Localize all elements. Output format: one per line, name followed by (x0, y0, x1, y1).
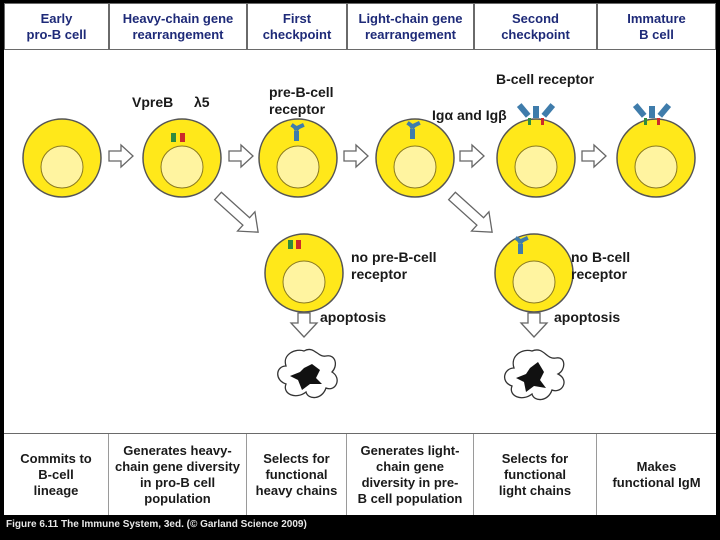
cell-no-pre-b-receptor (264, 233, 344, 313)
arrow-right-2 (228, 144, 254, 168)
arrow-right-3 (343, 144, 369, 168)
stage-description-row: Commits to B-cell lineage Generates heav… (4, 433, 716, 515)
pro-b-cell (142, 118, 222, 198)
immature-b-cell (616, 118, 696, 198)
arrow-down-1 (290, 312, 318, 338)
b-cell (496, 118, 576, 198)
cell-no-b-receptor (494, 233, 574, 313)
no-b-cell-receptor-label-line1: no B-cell (571, 249, 630, 265)
arrow-diagonal-1 (208, 185, 268, 243)
lambda5-label: λ5 (194, 94, 210, 110)
footer-light-chain-diversity: Generates light- chain gene diversity in… (347, 434, 474, 515)
vpreb-marker-2 (288, 240, 293, 249)
header-second-checkpoint: Second checkpoint (474, 3, 597, 50)
arrow-right-1 (108, 144, 134, 168)
header-first-checkpoint: First checkpoint (247, 3, 347, 50)
header-heavy-chain-rearrangement: Heavy-chain gene rearrangement (109, 3, 247, 50)
lambda5-marker (180, 133, 185, 142)
pre-b-cell-receptor-label-line2: receptor (269, 101, 326, 117)
no-pre-b-cell-receptor-label-line1: no pre-B-cell (351, 249, 437, 265)
apoptotic-cell-1 (277, 348, 338, 399)
vpreb-marker (171, 133, 176, 142)
header-early-pro-b-cell: Early pro-B cell (4, 3, 109, 50)
early-pro-b-cell (22, 118, 102, 198)
apoptosis-label-1: apoptosis (320, 309, 386, 325)
apoptosis-label-2: apoptosis (554, 309, 620, 325)
footer-commits-lineage: Commits to B-cell lineage (4, 434, 109, 515)
figure-caption: Figure 6.11 The Immune System, 3ed. (© G… (6, 519, 307, 530)
b-cell-development-diagram: VpreB λ5 pre-B-cell receptor B-cell rece… (22, 71, 696, 401)
footer-heavy-chain-diversity: Generates heavy- chain gene diversity in… (109, 434, 247, 515)
arrow-right-5 (581, 144, 607, 168)
arrow-down-2 (520, 312, 548, 338)
no-b-cell-receptor-label-line2: receptor (571, 266, 628, 282)
ig-alpha-beta-label: Igα and Igβ (432, 107, 507, 123)
arrow-right-4 (459, 144, 485, 168)
header-immature-b-cell: Immature B cell (597, 3, 716, 50)
footer-selects-heavy-chains: Selects for functional heavy chains (247, 434, 347, 515)
vpreb-label: VpreB (132, 94, 173, 110)
pre-b-cell-receptor-label-line1: pre-B-cell (269, 84, 334, 100)
figure-panel: Early pro-B cell Heavy-chain gene rearra… (4, 3, 716, 515)
footer-makes-igm: Makes functional IgM (612, 458, 701, 490)
arrow-diagonal-2 (442, 185, 502, 243)
apoptotic-cell-2 (504, 349, 565, 401)
no-pre-b-cell-receptor-label-line2: receptor (351, 266, 408, 282)
stage-header-row: Early pro-B cell Heavy-chain gene rearra… (4, 3, 716, 50)
header-light-chain-rearrangement: Light-chain gene rearrangement (347, 3, 474, 50)
footer-selects-light-chains: Selects for functional light chains (474, 434, 597, 515)
lambda5-marker-2 (296, 240, 301, 249)
b-cell-receptor-label: B-cell receptor (496, 71, 595, 87)
